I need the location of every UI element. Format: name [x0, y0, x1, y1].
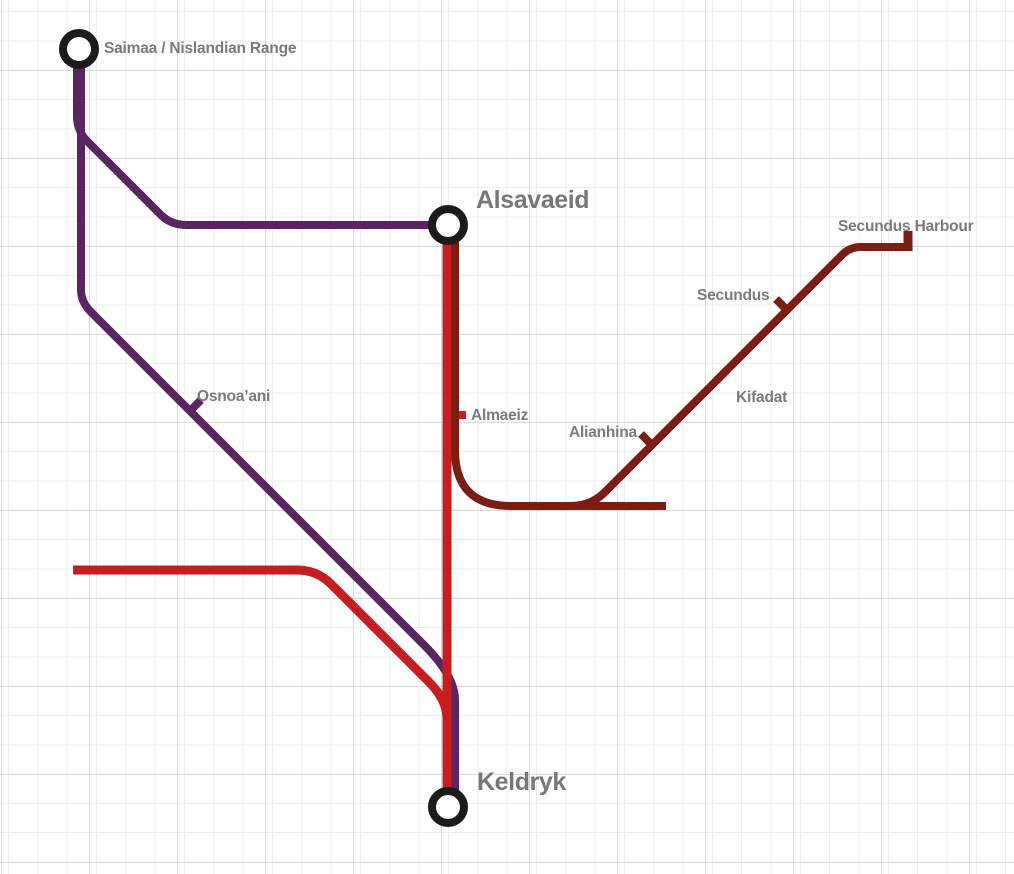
kifadat-station-label: Kifadat: [736, 389, 788, 406]
osnoaani-station-label: Osnoa’ani: [197, 388, 271, 405]
keldryk-station-label: Keldryk: [477, 768, 566, 796]
secundus-harbour-station-label: Secundus Harbour: [838, 218, 974, 235]
secundus-station-tick[interactable]: [773, 296, 790, 313]
keldryk-station-marker[interactable]: [428, 787, 468, 827]
saimaa-station-marker[interactable]: [59, 29, 99, 69]
secundus-station-label: Secundus: [697, 287, 770, 304]
red-line-west-branch[interactable]: [73, 565, 452, 745]
purple-line-saimaa-keldryk[interactable]: [77, 52, 459, 796]
kifadat-station-tick[interactable]: [713, 366, 731, 384]
osnoaani-station-tick[interactable]: [187, 397, 204, 414]
dark-red-line-alsavaeid-stub[interactable]: [451, 238, 666, 510]
alianhina-station-tick[interactable]: [638, 431, 655, 448]
almaeiz-station-label: Almaeiz: [471, 407, 529, 424]
alianhina-station-label: Alianhina: [569, 424, 637, 441]
dark-red-line-secundus-branch[interactable]: [545, 243, 908, 510]
alsavaeid-station-marker[interactable]: [428, 205, 468, 245]
purple-line-saimaa-alsavaeid[interactable]: [73, 52, 431, 229]
saimaa-station-label: Saimaa / Nislandian Range: [104, 40, 297, 57]
alsavaeid-station-label: Alsavaeid: [476, 186, 590, 214]
